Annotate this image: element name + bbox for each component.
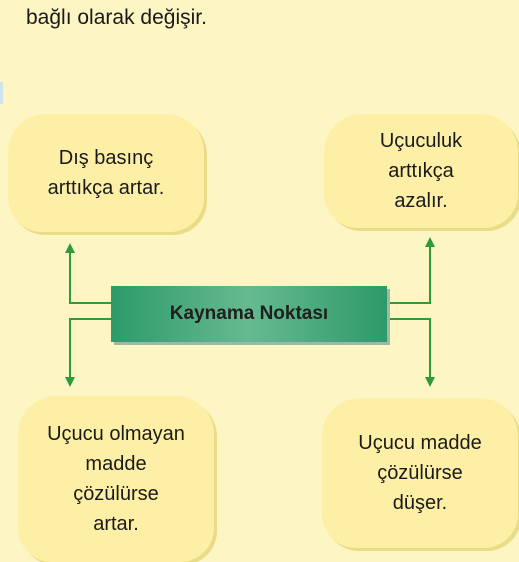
box-line: azalır. bbox=[394, 190, 448, 212]
box-nonvolatile-solute: Uçucu olmayan madde çözülürse artar. bbox=[18, 396, 214, 562]
box-line: düşer. bbox=[392, 492, 448, 514]
arrow-to-bottom-right bbox=[387, 318, 435, 387]
arrow-to-top-right bbox=[387, 237, 435, 304]
box-line: madde bbox=[85, 453, 147, 475]
box-line: Uçucu madde bbox=[358, 432, 482, 454]
intro-text: bağlı olarak değişir. bbox=[26, 6, 207, 29]
box-volatile-solute: Uçucu madde çözülürse düşer. bbox=[322, 398, 518, 548]
box-external-pressure: Dış basınç arttıkça artar. bbox=[8, 114, 204, 232]
box-line: Uçucu olmayan bbox=[47, 423, 185, 445]
center-node-boiling-point: Kaynama Noktası bbox=[111, 286, 387, 342]
arrow-to-top-left bbox=[65, 243, 111, 304]
arrow-to-bottom-left bbox=[65, 318, 111, 387]
box-line: arttıkça artar. bbox=[47, 177, 165, 199]
box-line: çözülürse bbox=[377, 462, 463, 484]
box-line: Uçuculuk bbox=[379, 130, 463, 152]
center-label: Kaynama Noktası bbox=[169, 303, 329, 324]
edge-mark bbox=[0, 82, 3, 104]
box-line: Dış basınç bbox=[58, 147, 154, 169]
box-line: artar. bbox=[93, 513, 139, 535]
box-line: arttıkça bbox=[388, 160, 454, 182]
box-line: çözülürse bbox=[73, 483, 159, 505]
box-volatility: Uçuculuk arttıkça azalır. bbox=[324, 114, 518, 228]
